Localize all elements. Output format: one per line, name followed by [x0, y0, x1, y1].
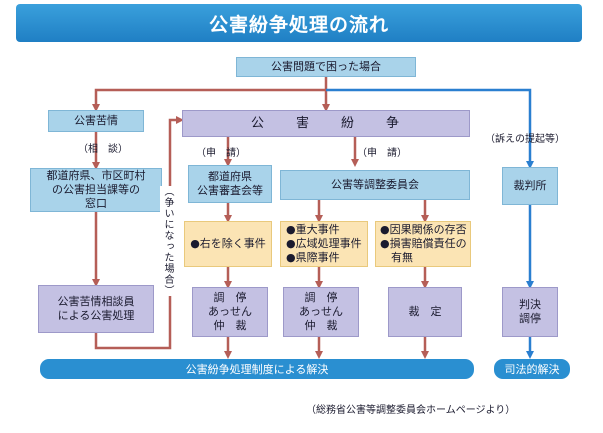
window-line: の公害担当課等の [52, 183, 140, 196]
court-box: 裁判所 [502, 167, 558, 205]
judgment-box: 判決 調停 [502, 287, 558, 337]
source-note: （総務省公害等調整委員会ホームページより） [306, 405, 516, 416]
prefecture-box: 都道府県 公害審査会等 [188, 165, 272, 203]
case-item: ●県際事件 [286, 251, 340, 264]
cases-middle-box: ●重大事件 ●広域処理事件 ●県際事件 [280, 221, 368, 267]
proc-item: あっせん [208, 305, 252, 318]
case-item: 有無 [380, 251, 413, 264]
counselor-box: 公害苦情相談員 による公害処理 [38, 285, 154, 333]
consult-label: （相 談） [78, 144, 128, 155]
judgment-item: 判決 [519, 298, 541, 311]
case-item: ●因果関係の存否 [380, 223, 467, 236]
case-item: ●損害賠償責任の [380, 237, 467, 250]
prefecture-line: 都道府県 [208, 170, 252, 183]
proc-item: 調 停 [213, 291, 247, 304]
dispute-heading: 公 害 紛 争 [182, 110, 470, 137]
page-title: 公害紛争処理の流れ [16, 4, 582, 42]
apply-label-left: （申 請） [196, 148, 246, 159]
proc-item: 仲 裁 [213, 319, 247, 332]
proc-item: 調 停 [304, 291, 338, 304]
window-line: 窓口 [85, 197, 107, 210]
cases-left-box: ●右を除く事件 [184, 221, 272, 267]
counselor-line: による公害処理 [57, 309, 135, 322]
lawsuit-label: （訴えの提起等） [485, 134, 565, 145]
commission-box: 公害等調整委員会 [280, 170, 470, 200]
counselor-line: 公害苦情相談員 [57, 295, 135, 308]
judgment-item: 調停 [519, 312, 541, 325]
apply-label-right: （申 請） [357, 148, 407, 159]
complaint-heading: 公害苦情 [48, 110, 144, 132]
proc-item: あっせん [299, 305, 343, 318]
arrow-escalation [94, 116, 184, 350]
cases-right-box: ●因果関係の存否 ●損害賠償責任の 有無 [375, 221, 471, 267]
prefecture-line: 公害審査会等 [197, 184, 263, 197]
arrow-to-court [326, 88, 534, 169]
start-box: 公害問題で困った場合 [236, 57, 416, 77]
proc-right-box: 裁 定 [388, 287, 462, 337]
proc-middle-box: 調 停 あっせん 仲 裁 [283, 287, 359, 337]
case-item: ●重大事件 [286, 223, 340, 236]
case-item: ●右を除く事件 [190, 237, 266, 250]
case-item: ●広域処理事件 [286, 237, 362, 250]
window-box: 都道府県、市区町村 の公害担当課等の 窓口 [30, 168, 162, 212]
proc-item: 仲 裁 [304, 319, 338, 332]
dispute-side-label: （争いになった場合） [160, 186, 175, 296]
arrow-to-complaint [92, 88, 326, 112]
system-resolution-bar: 公害紛争処理制度による解決 [40, 359, 474, 379]
judicial-resolution-bar: 司法的解決 [494, 359, 570, 379]
window-line: 都道府県、市区町村 [46, 169, 146, 182]
proc-left-box: 調 停 あっせん 仲 裁 [192, 287, 268, 337]
